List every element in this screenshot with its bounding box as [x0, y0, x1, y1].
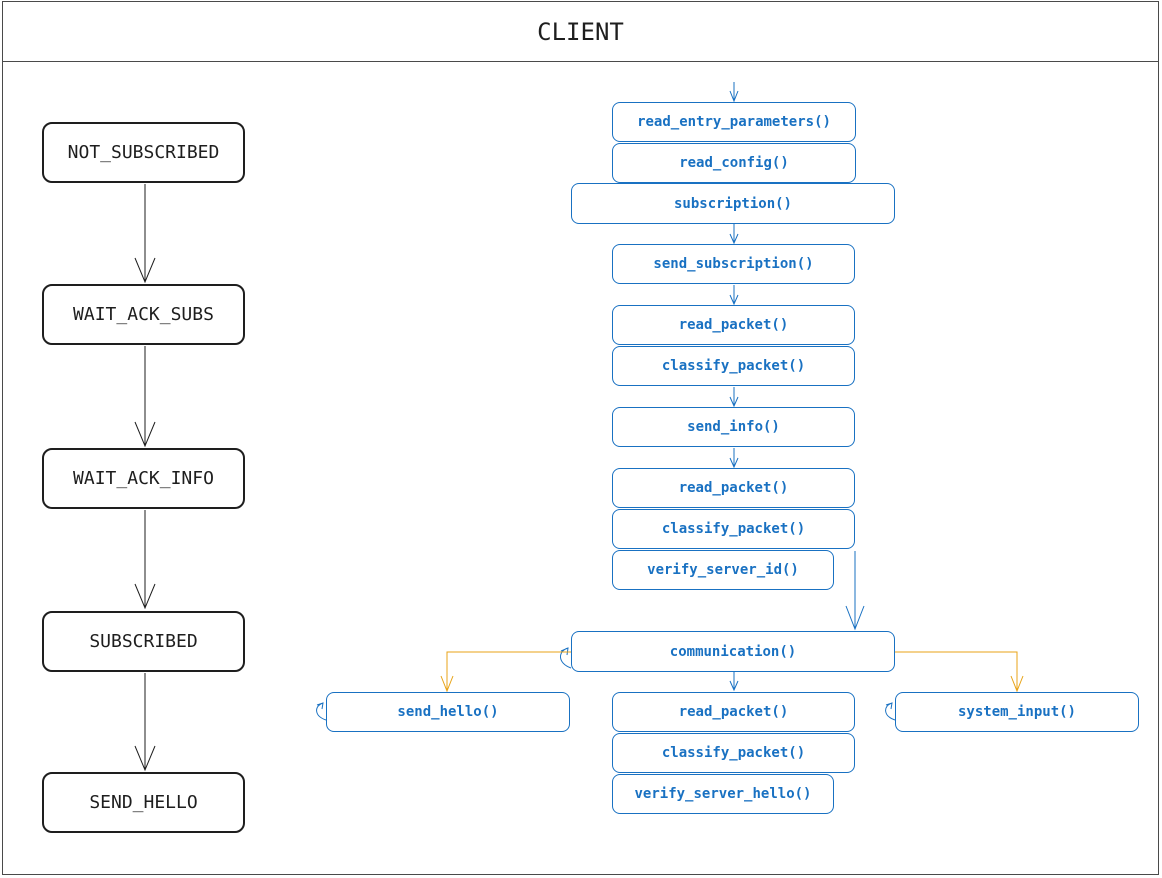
diagram-title: CLIENT	[2, 1, 1159, 62]
fn-read-packet: read_packet()	[612, 305, 855, 345]
arrow-wait-ack-subs-to-wait-ack-info	[134, 346, 156, 448]
arrow-entry	[729, 82, 739, 103]
arrow-send-info-to-read-packet	[729, 448, 739, 469]
fn-communication: communication()	[571, 631, 895, 672]
fn-verify-server-id: verify_server_id()	[612, 550, 834, 590]
fn-send-subscription: send_subscription()	[612, 244, 855, 284]
arrow-communication-to-read-packet	[729, 672, 739, 692]
fn-send-hello: send_hello()	[326, 692, 570, 732]
fn-read-config: read_config()	[612, 143, 856, 183]
fn-classify-packet: classify_packet()	[612, 509, 855, 549]
fn-classify-packet: classify_packet()	[612, 346, 855, 386]
arrow-subscription-to-send-subscription	[729, 224, 739, 245]
fn-read-entry-parameters: read_entry_parameters()	[612, 102, 856, 142]
state-wait-ack-subs: WAIT_ACK_SUBS	[42, 284, 245, 345]
loop-communication-icon	[560, 647, 572, 669]
arrow-classify-packet-to-send-info	[729, 387, 739, 408]
state-send-hello: SEND_HELLO	[42, 772, 245, 833]
state-wait-ack-info: WAIT_ACK_INFO	[42, 448, 245, 509]
state-subscribed: SUBSCRIBED	[42, 611, 245, 672]
branch-to-send-hello	[440, 651, 571, 693]
branch-to-system-input	[895, 651, 1024, 693]
loop-system-input-icon	[885, 702, 896, 721]
loop-send-hello-icon	[316, 702, 327, 721]
fn-classify-packet: classify_packet()	[612, 733, 855, 773]
arrow-not-subscribed-to-wait-ack-subs	[134, 184, 156, 284]
fn-send-info: send_info()	[612, 407, 855, 447]
fn-read-packet: read_packet()	[612, 692, 855, 732]
fn-verify-server-hello: verify_server_hello()	[612, 774, 834, 814]
arrow-send-subscription-to-read-packet	[729, 285, 739, 306]
arrow-subscribed-to-send-hello	[134, 673, 156, 772]
fn-system-input: system_input()	[895, 692, 1139, 732]
arrow-verify-to-communication	[845, 551, 865, 631]
fn-subscription: subscription()	[571, 183, 895, 224]
fn-read-packet: read_packet()	[612, 468, 855, 508]
arrow-wait-ack-info-to-subscribed	[134, 510, 156, 610]
state-not-subscribed: NOT_SUBSCRIBED	[42, 122, 245, 183]
